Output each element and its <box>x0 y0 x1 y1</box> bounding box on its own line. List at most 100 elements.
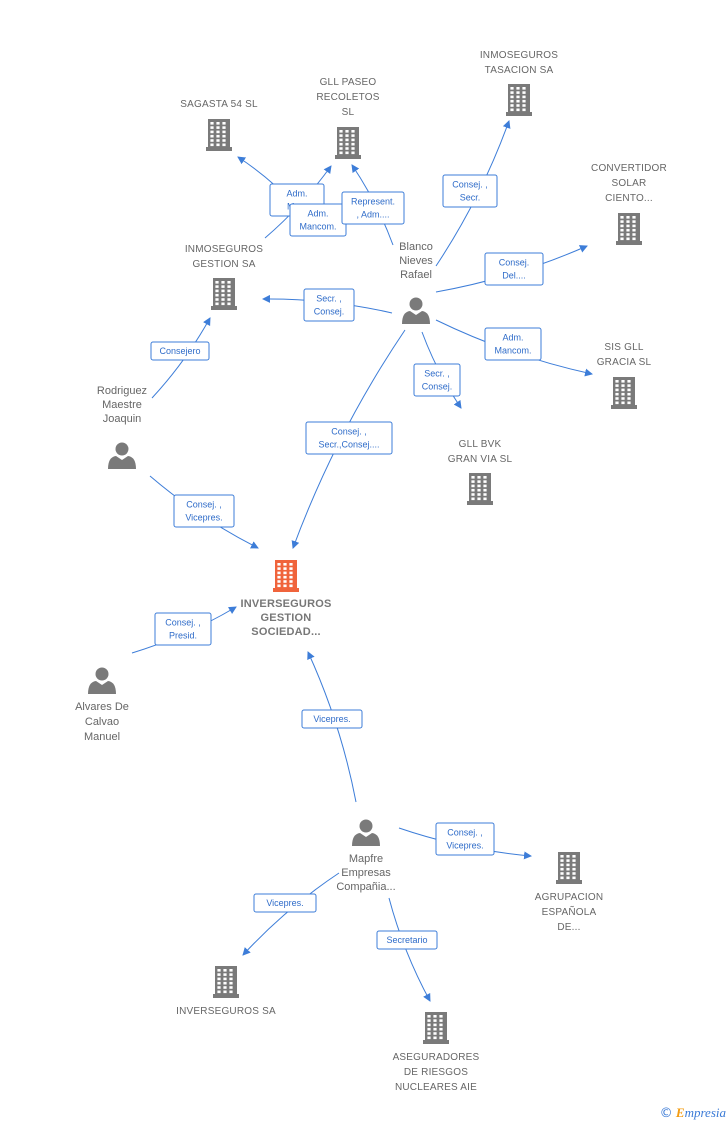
relation-label-e3[interactable]: Represent. , Adm.... <box>341 191 405 225</box>
node-invsa[interactable]: INVERSEGUROS SA <box>176 966 276 1017</box>
brand-name: mpresia <box>684 1105 726 1120</box>
node-label-text: Nieves <box>399 255 433 267</box>
relation-label-text: Mancom. <box>299 222 336 232</box>
relation-label-text: Secr. <box>460 193 481 203</box>
node-sagasta[interactable]: SAGASTA 54 SL <box>180 99 258 151</box>
relation-label-text: Adm. <box>286 189 307 199</box>
node-sisgll[interactable]: SIS GLL GRACIA SL <box>597 342 652 409</box>
relation-label-text: Consej. <box>499 258 530 268</box>
node-label-text: CIENTO... <box>605 193 653 204</box>
brand-initial: E <box>675 1105 685 1120</box>
relation-label-e6[interactable]: Secr. ,Consej. <box>303 288 355 322</box>
relation-label-text: Presid. <box>169 631 197 641</box>
building-icon <box>273 560 299 592</box>
node-label-text: GESTION <box>261 612 312 624</box>
node-inmogestion[interactable]: INMOSEGUROS GESTION SA <box>185 244 263 310</box>
node-label-text: NUCLEARES AIE <box>395 1082 477 1093</box>
relation-label-text: Vicepres. <box>313 714 350 724</box>
building-icon <box>556 852 582 884</box>
relation-label-e16[interactable]: Secretario <box>376 930 438 950</box>
relation-label-text: Vicepres. <box>446 841 483 851</box>
relation-label-e13[interactable]: Vicepres. <box>301 709 363 729</box>
building-icon <box>506 84 532 116</box>
relation-label-text: , Adm.... <box>356 210 389 220</box>
node-label-text: Rodriguez <box>97 385 147 397</box>
building-icon <box>616 213 642 245</box>
relation-label-text: Represent. <box>351 197 395 207</box>
relation-label-e7[interactable]: Adm.Mancom. <box>484 327 542 361</box>
relation-label-text: Mancom. <box>494 346 531 356</box>
node-label-text: SOCIEDAD... <box>251 626 320 638</box>
node-focus[interactable]: INVERSEGUROSGESTIONSOCIEDAD... <box>240 560 331 638</box>
copyright-icon: © <box>659 1106 673 1121</box>
node-label-text: CONVERTIDOR <box>591 163 667 174</box>
node-label-text: GESTION SA <box>192 259 255 270</box>
relation-label-box <box>173 494 235 528</box>
relation-label-box <box>484 252 544 286</box>
relation-label-text: Consejero <box>159 346 200 356</box>
node-label-text: SAGASTA 54 SL <box>180 99 258 110</box>
relation-label-box <box>341 191 405 225</box>
node-label-text: Compañia... <box>336 881 395 893</box>
node-label-text: AGRUPACION <box>535 892 604 903</box>
node-bvk[interactable]: GLL BVK GRAN VIA SL <box>448 439 513 505</box>
relation-label-e10[interactable]: Consejero <box>150 341 210 361</box>
node-label-text: Empresas <box>341 867 391 879</box>
building-icon <box>206 119 232 151</box>
relation-label-text: Secretario <box>386 935 427 945</box>
relation-label-e8[interactable]: Secr. , Consej. <box>413 363 461 397</box>
building-icon <box>211 278 237 310</box>
relation-label-e14[interactable]: Consej. ,Vicepres. <box>435 822 495 856</box>
relation-label-e2[interactable]: Adm.Mancom. <box>289 203 347 237</box>
relation-label-text: Consej. <box>422 382 453 392</box>
relation-label-box <box>484 327 542 361</box>
node-label-text: TASACION SA <box>485 65 554 76</box>
node-label-text: GRACIA SL <box>597 357 652 368</box>
relation-label-box <box>253 893 317 913</box>
node-label-text: SOLAR <box>612 178 647 189</box>
relation-label-text: Consej. <box>314 307 345 317</box>
building-icon <box>423 1012 449 1044</box>
relation-label-box <box>413 363 461 397</box>
building-icon <box>611 377 637 409</box>
person-icon <box>88 667 116 694</box>
relation-label-text: Consej. , <box>186 500 222 510</box>
node-label-text: INMOSEGUROS <box>185 244 263 255</box>
building-icon <box>467 473 493 505</box>
relation-label-text: Del.... <box>502 271 526 281</box>
relation-edge-e16 <box>388 897 431 1002</box>
node-label-text: Alvares De <box>75 701 129 713</box>
node-label-text: GLL BVK <box>459 439 502 450</box>
relation-label-box <box>305 421 393 455</box>
node-label-text: GRAN VIA SL <box>448 454 513 465</box>
relation-label-text: Secr. , <box>424 369 450 379</box>
node-convertidor[interactable]: CONVERTIDOR SOLAR CIENTO... <box>591 163 667 245</box>
relation-label-e12[interactable]: Consej. ,Presid. <box>154 612 212 646</box>
brand-footer: © Empresia <box>660 1105 726 1121</box>
relation-label-e9[interactable]: Consej. ,Secr.,Consej.... <box>305 421 393 455</box>
node-label-text: ESPAÑOLA <box>542 905 597 918</box>
relation-label-box <box>154 612 212 646</box>
relation-label-e5[interactable]: Consej. Del.... <box>484 252 544 286</box>
node-label-text: SIS GLL <box>604 342 643 353</box>
person-icon <box>352 819 380 846</box>
node-mapfre[interactable]: MapfreEmpresasCompañia... <box>336 819 396 894</box>
person-icon <box>108 442 136 469</box>
relation-label-e11[interactable]: Consej. ,Vicepres. <box>173 494 235 528</box>
node-label-text: INVERSEGUROS SA <box>176 1006 276 1017</box>
person-icon <box>402 297 430 324</box>
relation-label-e15[interactable]: Vicepres. <box>253 893 317 913</box>
relation-label-box <box>301 709 363 729</box>
node-label-text: SL <box>342 107 355 118</box>
node-agrupacion[interactable]: AGRUPACIONESPAÑOLADE... <box>535 852 604 933</box>
node-label-text: Manuel <box>84 731 120 743</box>
relation-label-box <box>376 930 438 950</box>
node-label-text: Joaquin <box>103 413 142 425</box>
relation-label-e4[interactable]: Consej. ,Secr. <box>442 174 498 208</box>
